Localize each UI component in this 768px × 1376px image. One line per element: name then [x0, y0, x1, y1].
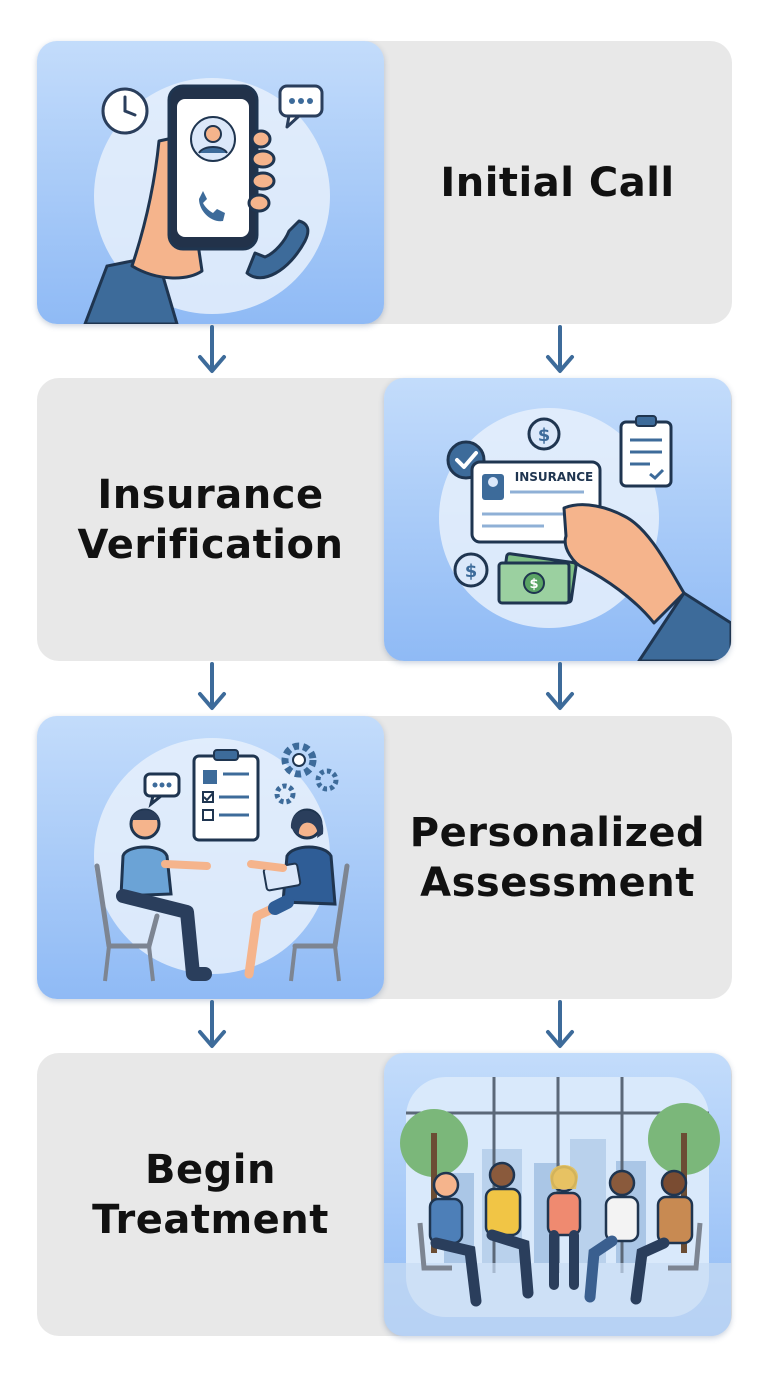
begin-treatment-illustration — [384, 1053, 731, 1336]
chat-bubble-icon — [278, 84, 324, 129]
insurance-card-text: INSURANCE — [515, 470, 593, 484]
phone-handset-icon — [245, 219, 310, 280]
arrow-down-icon — [198, 1000, 226, 1048]
step-insurance-verification: Insurance Verification $ $ — [37, 378, 732, 661]
step-title-line: Insurance — [97, 471, 324, 518]
step-begin-treatment: Begin Treatment — [37, 1053, 732, 1336]
step-personalized-assessment: Personalized Assessment — [37, 716, 732, 999]
arrow-down-icon — [198, 662, 226, 710]
dollar-icon: $ — [527, 417, 561, 451]
step-title-begin-treatment: Begin Treatment — [37, 1053, 384, 1336]
gear-icon — [274, 768, 339, 805]
svg-text:$: $ — [529, 577, 538, 592]
step-title-line: Initial Call — [440, 159, 675, 206]
chat-bubble-icon — [143, 772, 181, 808]
clipboard-icon — [619, 415, 673, 488]
step-title-line: Personalized — [409, 809, 706, 856]
step-title-line: Treatment — [92, 1196, 329, 1243]
dollar-icon: $ — [453, 552, 489, 588]
svg-text:$: $ — [538, 425, 551, 446]
step-title-line: Begin — [145, 1146, 276, 1193]
initial-call-illustration — [37, 41, 384, 324]
money-icon: $ — [497, 552, 578, 605]
arrow-down-icon — [546, 325, 574, 373]
clock-icon — [101, 87, 149, 135]
gear-icon — [281, 742, 317, 778]
step-title-line: Assessment — [420, 859, 695, 906]
step-title-initial-call: Initial Call — [384, 41, 731, 324]
arrow-down-icon — [546, 662, 574, 710]
clipboard-icon — [192, 749, 260, 842]
svg-text:$: $ — [465, 561, 478, 582]
step-title-line: Verification — [77, 521, 344, 568]
step-title-insurance-verification: Insurance Verification — [37, 378, 384, 661]
arrow-down-icon — [198, 325, 226, 373]
step-title-personalized-assessment: Personalized Assessment — [384, 716, 731, 999]
personalized-assessment-illustration — [37, 716, 384, 999]
check-icon — [446, 440, 486, 480]
insurance-verification-illustration: $ $ INSURANCE — [384, 378, 731, 661]
step-initial-call: Initial Call — [37, 41, 732, 324]
arrow-down-icon — [546, 1000, 574, 1048]
